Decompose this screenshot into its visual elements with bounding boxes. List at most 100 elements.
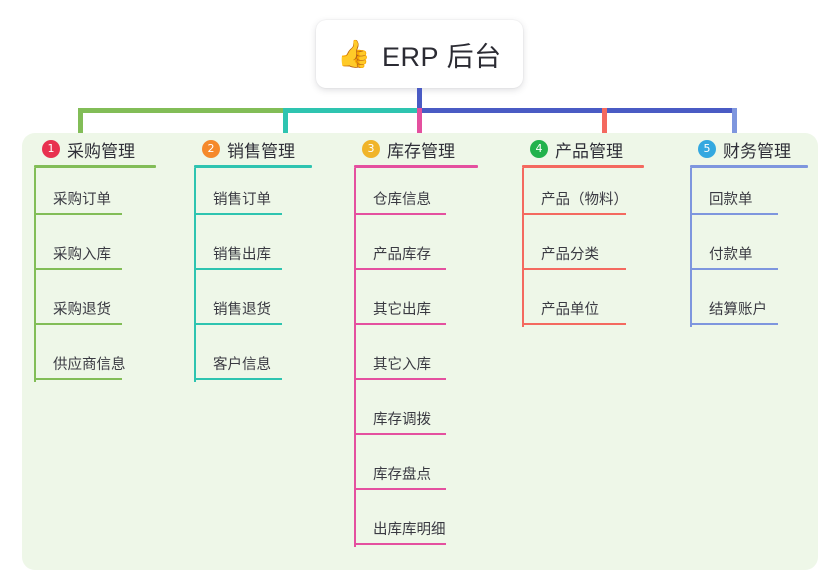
- branch-item[interactable]: 采购订单: [26, 168, 186, 223]
- branch-item-label: 供应商信息: [53, 357, 126, 373]
- branch-item-underline: [690, 268, 778, 270]
- branch-item-underline: [354, 433, 446, 435]
- connector-drop-1: [78, 108, 83, 138]
- branch-items: 产品（物料） 产品分类产品单位: [514, 168, 682, 333]
- branch-number-badge: 2: [202, 140, 220, 158]
- branch-item-underline: [354, 543, 446, 545]
- branch-item-underline: [34, 378, 122, 380]
- branch-title: 财务管理: [723, 141, 791, 161]
- branch-item-underline: [34, 213, 122, 215]
- branch-items: 仓库信息产品库存其它出库其它入库库存调拨库存盘点出库库明细: [346, 168, 514, 553]
- branch-spine: [194, 168, 196, 382]
- branch-item-label: 仓库信息: [373, 192, 431, 208]
- branch-items: 回款单付款单结算账户: [682, 168, 839, 333]
- branch-header-1[interactable]: 1 采购管理: [26, 133, 186, 165]
- branch-item-label: 产品分类: [541, 247, 599, 263]
- branch-item[interactable]: 其它出库: [346, 278, 514, 333]
- branch-item-label: 付款单: [709, 247, 753, 263]
- branch-item-underline: [522, 268, 626, 270]
- branch-item-label: 其它入库: [373, 357, 431, 373]
- branch-header-3[interactable]: 3 库存管理: [346, 133, 514, 165]
- branch-number-badge: 3: [362, 140, 380, 158]
- branch-item-label: 回款单: [709, 192, 753, 208]
- root-node[interactable]: 👍 ERP 后台: [316, 20, 523, 88]
- root-title: ERP 后台: [382, 41, 502, 72]
- branch-item[interactable]: 采购退货: [26, 278, 186, 333]
- branch-spine: [34, 168, 36, 382]
- branch-item-label: 产品库存: [373, 247, 431, 263]
- connector-drop-3: [417, 108, 422, 138]
- branch-item-underline: [354, 488, 446, 490]
- branch-item-label: 采购订单: [53, 192, 111, 208]
- branch-item-underline: [522, 323, 626, 325]
- branch-underline: [194, 165, 312, 168]
- branch-item[interactable]: 供应商信息: [26, 333, 186, 388]
- branch-item[interactable]: 产品单位: [514, 278, 682, 333]
- branch-item-underline: [194, 323, 282, 325]
- branch-item[interactable]: 采购入库: [26, 223, 186, 278]
- branch-item[interactable]: 产品（物料）: [514, 168, 682, 223]
- branch-header-2[interactable]: 2 销售管理: [186, 133, 346, 165]
- branch-column-1: 1 采购管理采购订单采购入库采购退货供应商信息: [26, 133, 186, 388]
- branch-title: 库存管理: [387, 141, 455, 161]
- branch-item[interactable]: 回款单: [682, 168, 839, 223]
- root-node-content: 👍 ERP 后台: [337, 35, 501, 74]
- branch-item[interactable]: 仓库信息: [346, 168, 514, 223]
- branch-column-2: 2 销售管理销售订单销售出库销售退货客户信息: [186, 133, 346, 388]
- branch-item[interactable]: 库存盘点: [346, 443, 514, 498]
- branch-items: 采购订单采购入库采购退货供应商信息: [26, 168, 186, 388]
- branch-underline: [690, 165, 808, 168]
- branch-item-label: 出库库明细: [373, 522, 446, 538]
- branch-item[interactable]: 产品分类: [514, 223, 682, 278]
- connector-bar-segment-2: [283, 108, 417, 113]
- branch-item-label: 销售出库: [213, 247, 271, 263]
- branch-item-underline: [354, 268, 446, 270]
- branch-item-underline: [354, 378, 446, 380]
- branch-title: 采购管理: [67, 141, 135, 161]
- connector-bar-segment-1: [78, 108, 283, 113]
- branch-item[interactable]: 其它入库: [346, 333, 514, 388]
- branch-item[interactable]: 结算账户: [682, 278, 839, 333]
- branch-item[interactable]: 客户信息: [186, 333, 346, 388]
- branch-item-underline: [690, 213, 778, 215]
- branch-item-underline: [34, 268, 122, 270]
- branch-item[interactable]: 产品库存: [346, 223, 514, 278]
- branch-item-label: 产品单位: [541, 302, 599, 318]
- branch-item-underline: [194, 268, 282, 270]
- branch-item-underline: [194, 378, 282, 380]
- connector-drop-4: [602, 108, 607, 138]
- thumbs-up-icon: 👍: [337, 38, 372, 70]
- branch-item-label: 销售订单: [213, 192, 271, 208]
- branch-spine: [690, 168, 692, 327]
- branch-item[interactable]: 销售退货: [186, 278, 346, 333]
- branch-item-label: 销售退货: [213, 302, 271, 318]
- branch-item[interactable]: 销售订单: [186, 168, 346, 223]
- branch-item-underline: [354, 213, 446, 215]
- branch-item-label: 产品（物料）: [541, 192, 628, 208]
- branch-item[interactable]: 付款单: [682, 223, 839, 278]
- branch-title: 销售管理: [227, 141, 295, 161]
- branch-item-label: 结算账户: [709, 302, 767, 318]
- branch-item[interactable]: 库存调拨: [346, 388, 514, 443]
- branch-item-label: 其它出库: [373, 302, 431, 318]
- branch-item[interactable]: 销售出库: [186, 223, 346, 278]
- branch-spine: [354, 168, 356, 547]
- branch-spine: [522, 168, 524, 327]
- branch-number-badge: 1: [42, 140, 60, 158]
- branch-item-label: 客户信息: [213, 357, 271, 373]
- branch-item-label: 库存调拨: [373, 412, 431, 428]
- branch-underline: [34, 165, 156, 168]
- connector-drop-5: [732, 108, 737, 138]
- branches-panel: 1 采购管理采购订单采购入库采购退货供应商信息 2 销售管理销售订单销售出库销售退货客…: [22, 133, 818, 570]
- branch-item[interactable]: 出库库明细: [346, 498, 514, 553]
- branch-title: 产品管理: [555, 141, 623, 161]
- branch-item-underline: [194, 213, 282, 215]
- branch-item-underline: [354, 323, 446, 325]
- root-stem-connector: [417, 88, 422, 112]
- branch-item-underline: [690, 323, 778, 325]
- connector-drop-2: [283, 108, 288, 138]
